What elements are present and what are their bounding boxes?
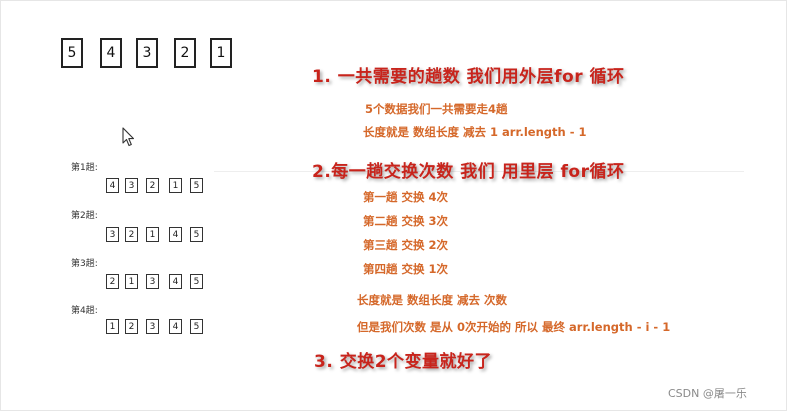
array-box: 5 <box>190 178 203 193</box>
array-box: 4 <box>106 178 119 193</box>
array-box: 2 <box>146 178 159 193</box>
section2-note: 长度就是 数组长度 减去 次数 <box>357 293 508 307</box>
array-box: 1 <box>169 178 182 193</box>
array-box: 1 <box>146 227 159 242</box>
section2-line: 第一趟 交换 4次 <box>363 190 449 204</box>
array-box: 3 <box>146 274 159 289</box>
section2-line: 第四趟 交换 1次 <box>363 262 449 276</box>
pass-label: 第2趟: <box>71 211 98 221</box>
array-box: 4 <box>169 227 182 242</box>
section2-heading: 2.每一趟交换次数 我们 用里层 for循环 <box>312 162 625 182</box>
pass-label: 第4趟: <box>71 306 98 316</box>
divider-line <box>214 171 744 172</box>
array-box: 2 <box>106 274 119 289</box>
pass-label: 第1趟: <box>71 163 98 173</box>
array-box: 3 <box>125 178 138 193</box>
pass-label: 第3趟: <box>71 259 98 269</box>
array-box: 4 <box>169 319 182 334</box>
section1-line: 5个数据我们一共需要走4趟 <box>365 102 508 116</box>
array-box: 3 <box>146 319 159 334</box>
array-box: 4 <box>169 274 182 289</box>
array-box: 5 <box>190 274 203 289</box>
section2-note: 但是我们次数 是从 0次开始的 所以 最终 arr.length - i - 1 <box>357 320 671 334</box>
watermark: CSDN @屠一乐 <box>668 387 747 400</box>
array-box: 5 <box>190 319 203 334</box>
section1-heading: 1. 一共需要的趟数 我们用外层for 循环 <box>312 67 625 87</box>
section3-heading: 3. 交换2个变量就好了 <box>314 352 493 372</box>
array-box: 1 <box>125 274 138 289</box>
array-box: 2 <box>125 227 138 242</box>
array-box: 1 <box>106 319 119 334</box>
array-box: 3 <box>136 38 158 68</box>
array-box: 5 <box>61 38 83 68</box>
array-box: 2 <box>125 319 138 334</box>
array-box: 1 <box>210 38 232 68</box>
array-box: 5 <box>190 227 203 242</box>
mouse-pointer-icon <box>122 127 135 147</box>
section2-line: 第二趟 交换 3次 <box>363 214 449 228</box>
array-box: 3 <box>106 227 119 242</box>
section2-line: 第三趟 交换 2次 <box>363 238 449 252</box>
array-box: 2 <box>174 38 196 68</box>
array-box: 4 <box>100 38 122 68</box>
section1-line: 长度就是 数组长度 减去 1 arr.length - 1 <box>363 125 587 139</box>
